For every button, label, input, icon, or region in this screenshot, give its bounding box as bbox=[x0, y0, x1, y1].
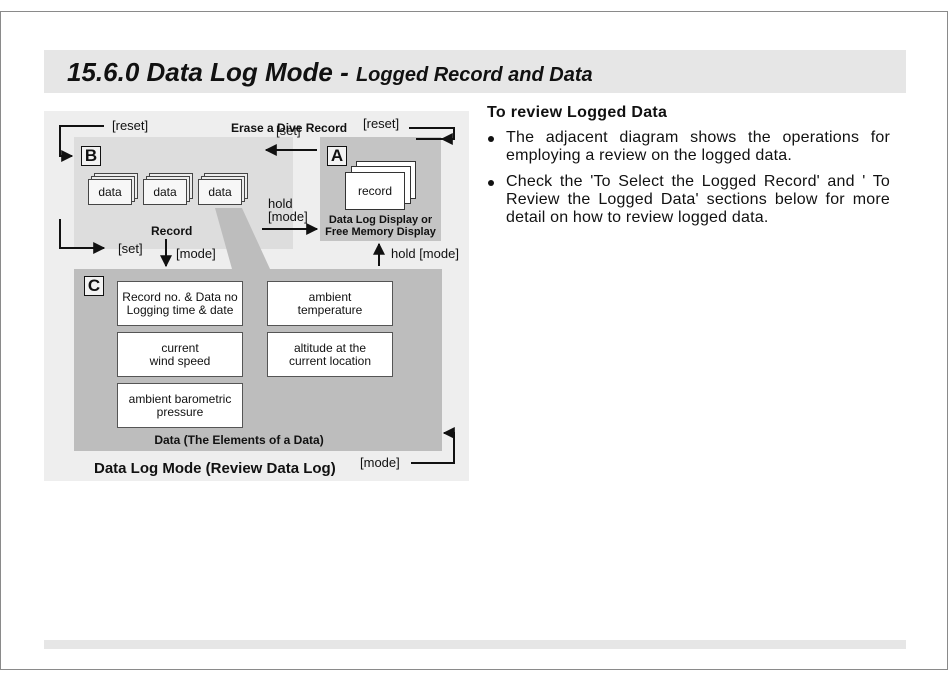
footer-bar bbox=[44, 640, 906, 649]
hold-mode-label: hold [mode] bbox=[391, 246, 459, 261]
cell-line: altitude at the bbox=[293, 340, 367, 355]
instruction-bullet: The adjacent diagram shows the operation… bbox=[487, 129, 890, 165]
set-label-top: [set] bbox=[276, 123, 301, 138]
bullet-dot-icon bbox=[488, 180, 494, 186]
cell-line: pressure bbox=[156, 404, 204, 419]
mode-label-mid: [mode] bbox=[268, 209, 308, 224]
set-label-left: [set] bbox=[118, 241, 143, 256]
zoom-wedge bbox=[215, 208, 270, 269]
page-frame bbox=[0, 11, 948, 670]
display-caption-line1: Data Log Display or bbox=[328, 214, 433, 226]
cell-line: Logging time & date bbox=[126, 302, 234, 317]
diagram-arrows bbox=[59, 125, 455, 464]
section-number-title: 15.6.0 Data Log Mode - bbox=[67, 57, 356, 87]
instructions-column: To review Logged Data The adjacent diagr… bbox=[487, 104, 890, 235]
record-item: record bbox=[345, 172, 405, 210]
record-caption: Record bbox=[151, 224, 193, 238]
section-subtitle: Logged Record and Data bbox=[355, 64, 593, 86]
cell-line: ambient bbox=[308, 289, 352, 304]
data-log-mode-diagram: B data data data Record A record Data Lo… bbox=[44, 111, 469, 481]
hold-label: hold bbox=[268, 196, 293, 211]
mode-loop-c bbox=[411, 427, 455, 464]
reset-label-right: [reset] bbox=[363, 116, 400, 131]
section-title-bar: 15.6.0 Data Log Mode - Logged Record and… bbox=[44, 50, 906, 93]
cell-line: temperature bbox=[297, 302, 363, 317]
cell-line: wind speed bbox=[149, 353, 211, 368]
section-title: 15.6.0 Data Log Mode - Logged Record and… bbox=[67, 57, 593, 88]
reset-loop-b bbox=[59, 125, 104, 162]
instruction-bullet: Check the 'To Select the Logged Record' … bbox=[487, 173, 890, 227]
instructions-heading: To review Logged Data bbox=[487, 104, 668, 121]
bullet-dot-icon bbox=[488, 136, 494, 142]
reset-label-left: [reset] bbox=[112, 118, 149, 133]
display-caption: Data Log Display or Free Memory Display bbox=[320, 214, 441, 238]
data-item-1: data bbox=[88, 179, 132, 205]
mode-label-bottom: [mode] bbox=[360, 455, 400, 470]
box-b-tag: B bbox=[81, 146, 101, 166]
data-item-3: data bbox=[198, 179, 242, 205]
instruction-text: Check the 'To Select the Logged Record' … bbox=[506, 173, 890, 226]
diagram-caption: Data Log Mode (Review Data Log) bbox=[94, 460, 336, 477]
box-a-tag: A bbox=[327, 146, 347, 166]
erase-label: Erase a Dive Record bbox=[231, 121, 348, 135]
display-box-a: A record Data Log Display or Free Memory… bbox=[320, 137, 441, 241]
cell-line: current bbox=[161, 340, 199, 355]
data-elements-caption: Data (The Elements of a Data) bbox=[154, 433, 324, 447]
reset-loop-a-top bbox=[409, 127, 455, 140]
box-c-tag: C bbox=[84, 276, 104, 296]
cell-line: Record no. & Data no bbox=[122, 289, 238, 304]
display-caption-line2: Free Memory Display bbox=[325, 226, 436, 238]
cell-line: current location bbox=[288, 353, 372, 368]
instruction-text: The adjacent diagram shows the operation… bbox=[506, 129, 890, 164]
record-box-b: B data data data Record bbox=[74, 137, 293, 249]
mode-label-down: [mode] bbox=[176, 246, 216, 261]
cell-line: ambient barometric bbox=[128, 391, 232, 406]
data-item-2: data bbox=[143, 179, 187, 205]
set-loop-b bbox=[59, 219, 106, 254]
